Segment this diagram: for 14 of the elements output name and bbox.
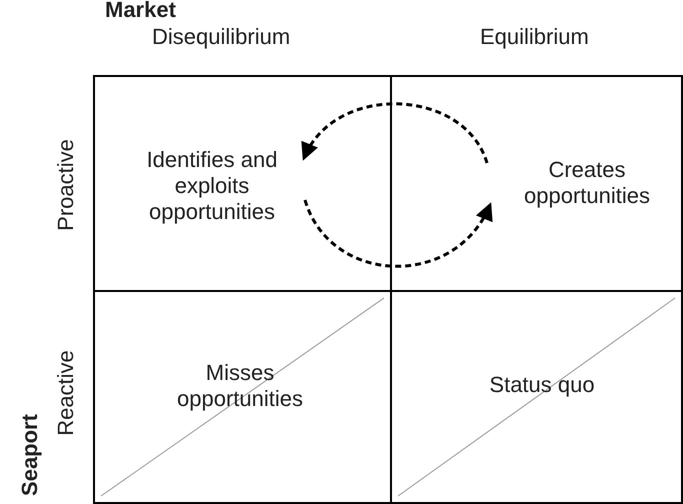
curved-arrow <box>302 102 488 164</box>
column-heading: Disequilibrium <box>152 24 290 50</box>
row-heading: Reactive <box>52 350 79 436</box>
cell-text: Misses opportunities <box>176 360 304 412</box>
axis-title: Seaport <box>16 414 43 496</box>
cell-text: Identifies and exploits opportunities <box>146 147 278 225</box>
column-heading: Equilibrium <box>480 24 589 50</box>
row-heading: Proactive <box>52 139 79 231</box>
matrix-cell <box>390 75 683 292</box>
curved-arrow <box>304 199 492 268</box>
axis-title: Market <box>105 0 176 23</box>
cell-text: Creates opportunities <box>523 157 651 209</box>
cell-text: Status quo <box>488 372 596 398</box>
matrix-cell <box>93 75 392 292</box>
